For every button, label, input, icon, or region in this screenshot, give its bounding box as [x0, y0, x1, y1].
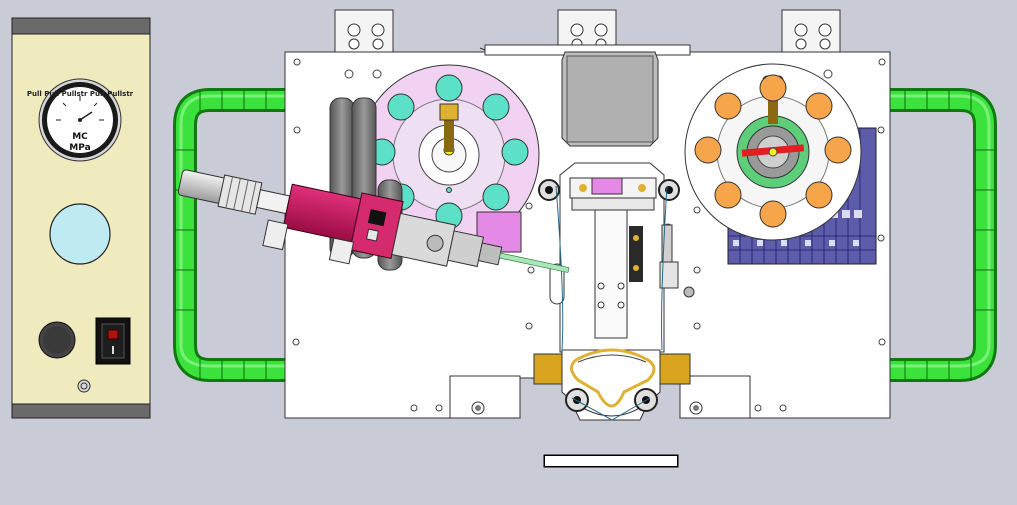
center-mechanism [533, 162, 695, 421]
pressure-gauge: Pull Pull Pullstr Pull Pullstr MC MPa [27, 78, 134, 162]
gauge-unit-top: MC [72, 132, 88, 142]
screw-icon [77, 379, 91, 393]
control-box-top-cap [11, 17, 151, 35]
caption-box [544, 455, 678, 467]
control-box: Pull Pull Pullstr Pull Pullstr MC MPa [11, 17, 151, 419]
left-reel-holes [368, 74, 529, 230]
control-box-bottom-cap [11, 403, 151, 419]
gauge-unit-bottom: MPa [69, 143, 90, 153]
right-handle[interactable] [890, 88, 997, 382]
right-reel [684, 63, 862, 241]
left-reel [358, 64, 540, 246]
top-center-housing [561, 51, 659, 147]
dispenser-assembly [177, 169, 570, 273]
left-reel-knob[interactable] [439, 103, 459, 121]
gauge-needle [79, 111, 93, 121]
right-reel-holes [694, 74, 852, 228]
left-handle[interactable] [173, 88, 286, 382]
gauge-ring-text: Pull Pull Pullstr Pull Pullstr [27, 90, 134, 98]
power-switch[interactable] [95, 317, 131, 365]
indicator-lamp [49, 203, 111, 265]
top-brackets [334, 9, 841, 53]
